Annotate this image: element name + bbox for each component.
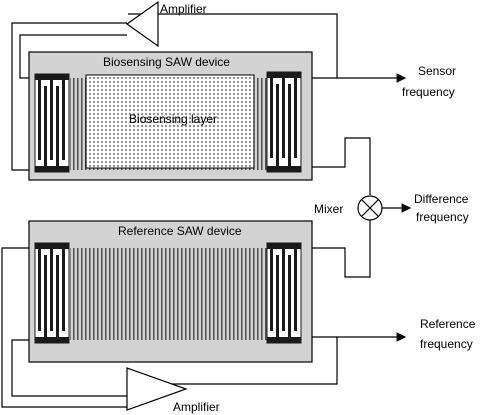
difference-frequency-label-2: frequency xyxy=(416,210,469,224)
mixer-icon xyxy=(357,195,383,221)
reference-delay-line xyxy=(70,248,270,340)
biosensing-device-label: Biosensing SAW device xyxy=(103,55,230,69)
reference-frequency-label: Reference xyxy=(420,317,476,331)
difference-frequency-label: Difference xyxy=(414,192,469,206)
sensor-frequency-label: Sensor xyxy=(418,64,456,78)
top-amplifier-icon xyxy=(125,0,159,48)
biosensing-layer xyxy=(85,74,255,169)
mixer-label: Mixer xyxy=(314,202,343,216)
top-amplifier-label: Amplifier xyxy=(160,2,207,16)
biosensing-layer-label: Biosensing layer xyxy=(129,112,217,126)
reference-frequency-label-2: frequency xyxy=(420,337,473,351)
bottom-amplifier-icon xyxy=(126,367,188,411)
bottom-amplifier-label: Amplifier xyxy=(173,400,220,414)
sensor-frequency-label-2: frequency xyxy=(402,85,455,99)
bottom-left-idt xyxy=(34,242,70,344)
bottom-right-idt xyxy=(266,242,302,344)
reference-device-label: Reference SAW device xyxy=(118,224,242,238)
bottom-feedback-loop xyxy=(1,220,371,408)
top-right-idt xyxy=(266,71,302,173)
top-left-idt xyxy=(34,73,70,173)
